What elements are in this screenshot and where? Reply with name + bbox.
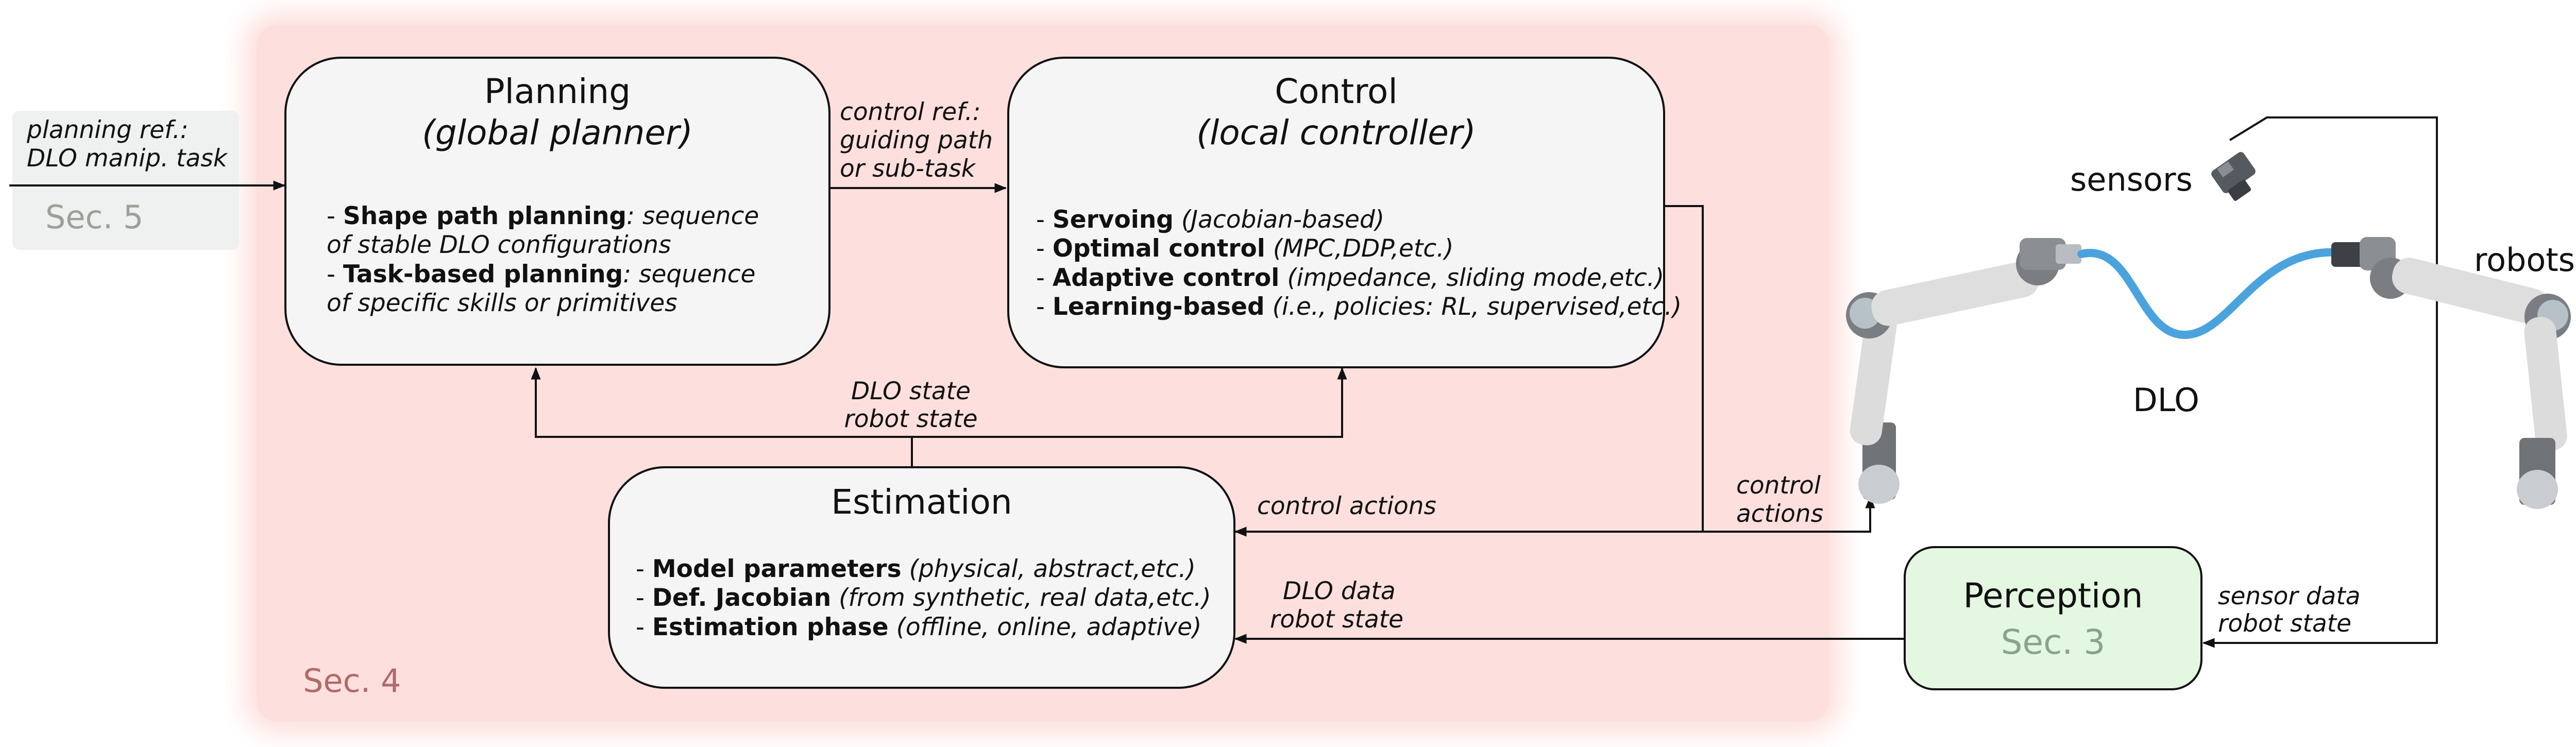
perception-block: Perception Sec. 3 bbox=[1904, 546, 2202, 690]
control-output-line bbox=[1665, 205, 1704, 532]
sensor-data-line1: sensor data bbox=[2218, 582, 2361, 610]
control-item: - Learning-based (i.e., policies: RL, su… bbox=[1036, 293, 1682, 321]
dlo-label: DLO bbox=[2133, 381, 2199, 419]
control-actions-to-robots-arrow bbox=[1703, 496, 1875, 533]
control-title: Control bbox=[1275, 72, 1398, 111]
control-ref-line3: or sub-task bbox=[840, 155, 976, 183]
planning-item-cont: of stable DLO configurations bbox=[327, 231, 671, 260]
planning-item: - Task-based planning: sequence bbox=[327, 260, 756, 288]
left-robot-arm bbox=[1846, 238, 2081, 504]
dlo-cable bbox=[2077, 248, 2343, 339]
sec5-label: Sec. 5 bbox=[45, 198, 144, 236]
state-label-line2: robot state bbox=[844, 405, 978, 433]
control-actions-right-line2: actions bbox=[1736, 500, 1824, 528]
state-label-line1: DLO state bbox=[851, 377, 971, 405]
planning-subtitle: (global planner) bbox=[422, 113, 693, 152]
estimation-item: - Model parameters (physical, abstract,e… bbox=[636, 555, 1196, 583]
control-item: - Servoing (Jacobian-based) bbox=[1036, 206, 1385, 234]
control-actions-label: control actions bbox=[1257, 492, 1437, 520]
planning-title: Planning bbox=[484, 72, 631, 111]
dlo-data-line2: robot state bbox=[1270, 605, 1404, 634]
perception-title: Perception bbox=[1963, 576, 2143, 616]
control-actions-right-line1: control bbox=[1736, 471, 1821, 500]
planning-ref-line2: DLO manip. task bbox=[27, 144, 227, 173]
sec5-region bbox=[12, 111, 239, 250]
control-ref-line1: control ref.: bbox=[840, 98, 981, 126]
right-robot-arm bbox=[2331, 237, 2571, 509]
sensor-data-line2: robot state bbox=[2218, 609, 2352, 638]
estimation-block: Estimation - Model parameters (physical,… bbox=[608, 466, 1235, 689]
state-feedback-line-control bbox=[912, 367, 1347, 438]
estimation-items: - Model parameters (physical, abstract,e… bbox=[636, 555, 1211, 642]
planning-items: - Shape path planning: sequence of stabl… bbox=[327, 202, 759, 318]
dlo-data-line1: DLO data bbox=[1283, 577, 1396, 605]
planning-block: Planning (global planner) - Shape path p… bbox=[284, 57, 831, 366]
control-items: - Servoing (Jacobian-based) - Optimal co… bbox=[1036, 206, 1682, 322]
planning-item-cont: of specific skills or primitives bbox=[327, 289, 677, 318]
estimation-item: - Estimation phase (offline, online, ada… bbox=[636, 613, 1202, 641]
sensor-to-perception-arrow bbox=[2202, 116, 2438, 648]
estimation-item: - Def. Jacobian (from synthetic, real da… bbox=[636, 584, 1211, 613]
planning-item: - Shape path planning: sequence bbox=[327, 202, 759, 230]
sensors-label: sensors bbox=[2070, 161, 2193, 198]
control-item: - Optimal control (MPC,DDP,etc.) bbox=[1036, 234, 1454, 263]
control-ref-line2: guiding path bbox=[840, 126, 993, 155]
sensor-camera-icon bbox=[2211, 152, 2256, 201]
control-item: - Adaptive control (impedance, sliding m… bbox=[1036, 263, 1665, 292]
control-block: Control (local controller) - Servoing (J… bbox=[1007, 57, 1682, 368]
state-feedback-line bbox=[531, 367, 913, 466]
estimation-title: Estimation bbox=[831, 482, 1012, 522]
perception-sec-label: Sec. 3 bbox=[2001, 622, 2106, 662]
control-subtitle: (local controller) bbox=[1196, 113, 1476, 152]
planning-ref-line1: planning ref.: bbox=[27, 116, 189, 144]
sec4-label: Sec. 4 bbox=[303, 662, 401, 700]
robots-label: robots bbox=[2474, 241, 2575, 279]
